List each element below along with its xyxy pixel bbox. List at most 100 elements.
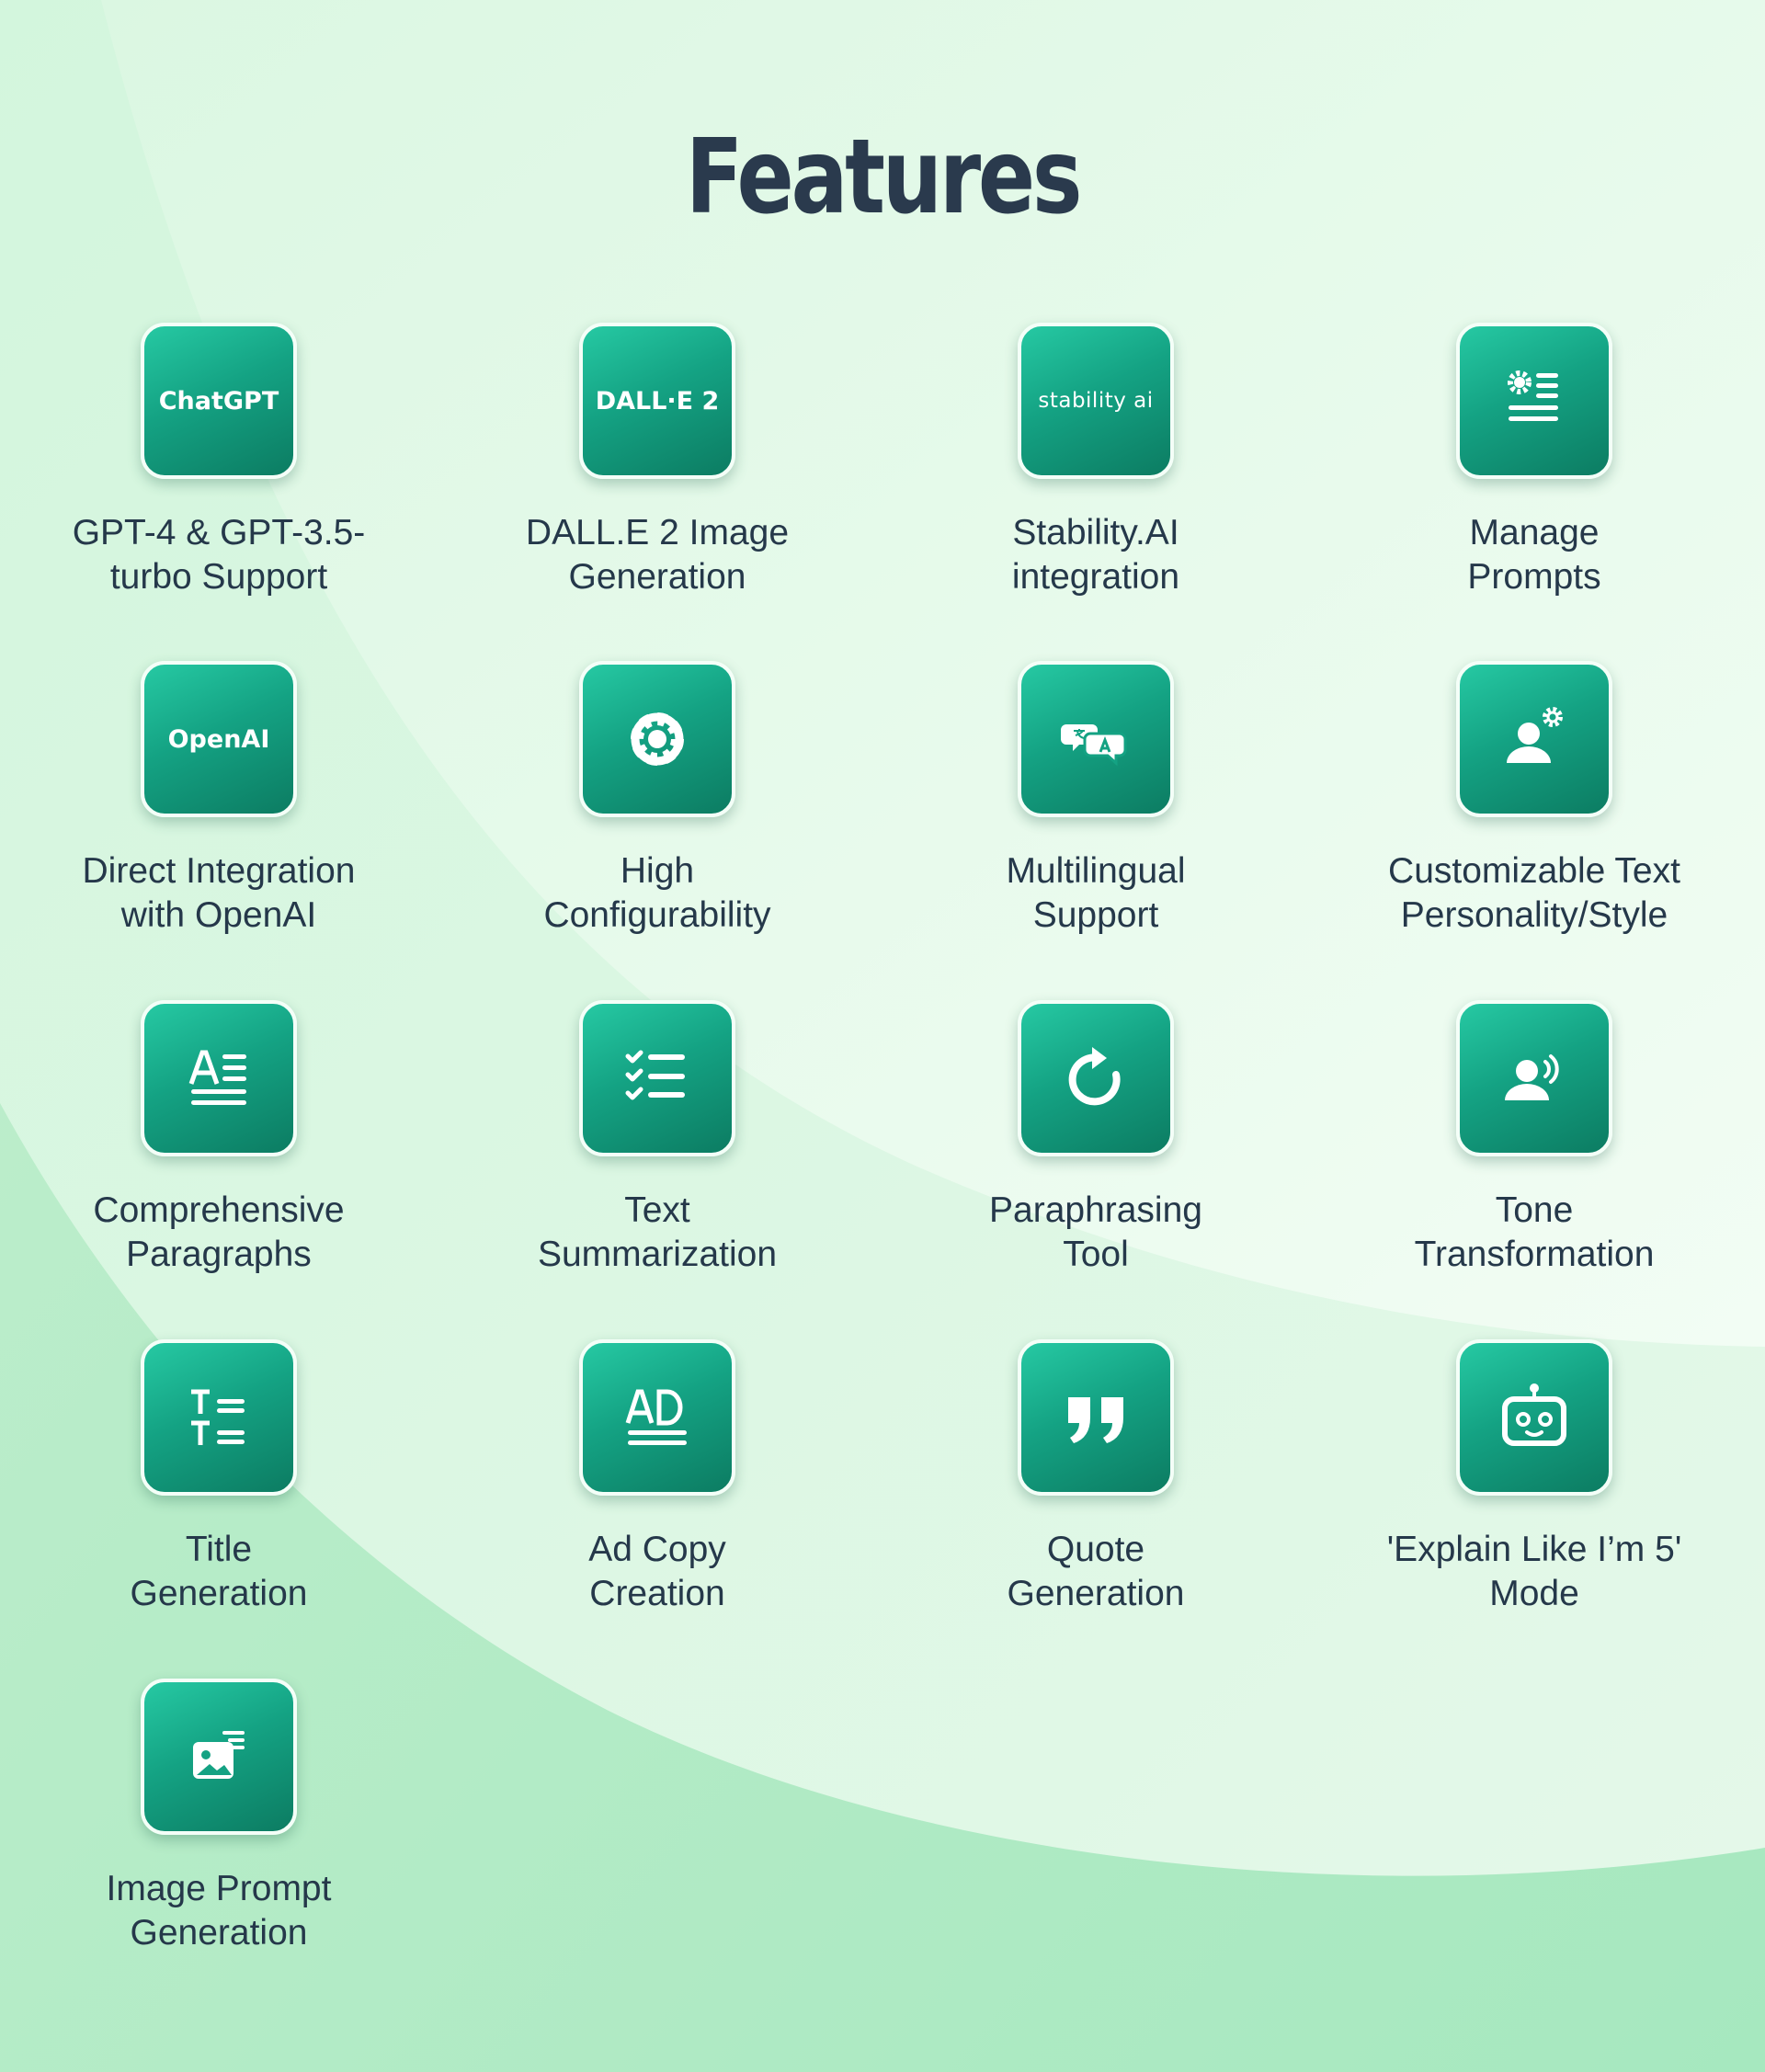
prompt-settings-glyph [1508,370,1558,421]
feature-label-line-2: Creation [589,1574,725,1613]
quote-icon [1018,1339,1174,1496]
stability-ai-logo-icon: stability ai [1018,323,1174,479]
openai-logo-icon: OpenAI [141,661,297,817]
feature-label-line-1: Direct Integration [82,851,356,891]
translate-glyph [1061,724,1127,767]
feature-label: Multilingual Support [912,849,1280,938]
feature-card-title: Title Generation [35,1339,403,1652]
title-text-glyph [191,1389,245,1445]
dalle-logo-icon: DALL·E 2 [579,323,735,479]
feature-card-openai: OpenAI Direct Integration with OpenAI [35,661,403,973]
feature-label-line-1: Title [185,1530,253,1569]
checklist-icon [579,1000,735,1156]
feature-label-line-2: turbo Support [109,557,328,597]
feature-label: Quote Generation [912,1528,1280,1616]
feature-label-line-2: Mode [1489,1574,1579,1613]
rotate-arrow-icon [1018,1000,1174,1156]
feature-label-line-1: Text [624,1190,690,1230]
user-settings-glyph [1507,707,1563,763]
feature-label-line-1: Stability.AI [1012,513,1179,552]
feature-label-line-2: Support [1032,895,1159,935]
gear-icon [579,661,735,817]
feature-label: GPT-4 & GPT-3.5- turbo Support [35,511,403,599]
robot-icon [1456,1339,1612,1496]
feature-card-image-prompt: Image Prompt Generation [35,1679,403,1991]
openai-logo-text: OpenAI [167,724,270,754]
feature-label-line-2: with OpenAI [120,895,317,935]
feature-label-line-2: Configurability [543,895,771,935]
feature-label-line-1: 'Explain Like I’m 5' [1386,1530,1682,1569]
feature-label-line-2: Tool [1063,1235,1129,1274]
feature-label-line-2: Personality/Style [1400,895,1668,935]
robot-glyph [1502,1383,1566,1446]
feature-card-stability: stability ai Stability.AI integration [912,323,1280,635]
feature-label-line-1: Manage [1469,513,1600,552]
feature-card-manage-prompts: Manage Prompts [1350,323,1718,635]
feature-label-line-2: Generation [1007,1574,1185,1613]
feature-card-tone: Tone Transformation [1350,1000,1718,1313]
page-title: Features [685,118,1083,237]
voice-user-icon [1456,1000,1612,1156]
feature-card-paragraphs: Comprehensive Paragraphs [35,1000,403,1313]
stability-ai-logo-text: stability ai [1038,389,1154,413]
feature-label-line-2: Prompts [1467,557,1601,597]
feature-label-line-1: High [620,851,695,891]
gear-glyph [631,712,684,766]
feature-label-line-1: DALL.E 2 Image [525,513,790,552]
feature-card-dalle: DALL·E 2 DALL.E 2 Image Generation [473,323,841,635]
chatgpt-logo-icon: ChatGPT [141,323,297,479]
feature-card-paraphrasing: Paraphrasing Tool [912,1000,1280,1313]
paragraph-text-icon [141,1000,297,1156]
translate-icon [1018,661,1174,817]
feature-card-personality: Customizable Text Personality/Style [1350,661,1718,973]
feature-label: 'Explain Like I’m 5' Mode [1350,1528,1718,1616]
feature-label: DALL.E 2 Image Generation [473,511,841,599]
feature-card-ad-copy: Ad Copy Creation [473,1339,841,1652]
feature-label: Comprehensive Paragraphs [35,1189,403,1277]
feature-label-line-1: GPT-4 & GPT-3.5- [72,513,366,552]
feature-card-quote: Quote Generation [912,1339,1280,1652]
feature-label-line-2: integration [1011,557,1180,597]
feature-label: Direct Integration with OpenAI [35,849,403,938]
paragraph-text-glyph [188,1050,246,1105]
feature-label-line-1: Multilingual [1006,851,1186,891]
ad-text-icon [579,1339,735,1496]
rotate-arrow-glyph [1068,1047,1121,1106]
feature-label: Customizable Text Personality/Style [1350,849,1718,938]
feature-label: Paraphrasing Tool [912,1189,1280,1277]
feature-label: Text Summarization [473,1189,841,1277]
feature-card-configurability: High Configurability [473,661,841,973]
feature-card-eli5: 'Explain Like I’m 5' Mode [1350,1339,1718,1652]
quote-glyph [1068,1397,1123,1443]
feature-label-line-1: Quote [1046,1530,1145,1569]
feature-label-line-1: Ad Copy [588,1530,726,1569]
feature-label-line-2: Summarization [537,1235,778,1274]
feature-label-line-1: Image Prompt [106,1869,332,1908]
feature-card-multilingual: Multilingual Support [912,661,1280,973]
feature-label-line-2: Transformation [1414,1235,1655,1274]
chatgpt-logo-text: ChatGPT [158,386,279,416]
feature-label: Stability.AI integration [912,511,1280,599]
feature-label-line-1: Paraphrasing [989,1190,1202,1230]
feature-label-line-2: Paragraphs [126,1235,312,1274]
feature-card-summarization: Text Summarization [473,1000,841,1313]
feature-label: High Configurability [473,849,841,938]
feature-label-line-1: Customizable Text [1388,851,1680,891]
feature-label-line-1: Tone [1495,1190,1574,1230]
feature-label: Title Generation [35,1528,403,1616]
feature-label: Tone Transformation [1350,1189,1718,1277]
feature-label: Manage Prompts [1350,511,1718,599]
feature-label-line-2: Generation [130,1574,308,1613]
image-prompt-glyph [193,1731,245,1779]
user-settings-icon [1456,661,1612,817]
dalle-logo-text: DALL·E 2 [595,386,720,416]
ad-text-glyph [625,1389,687,1445]
checklist-glyph [625,1050,685,1100]
feature-label-line-2: Generation [130,1913,308,1952]
feature-label: Image Prompt Generation [35,1867,403,1955]
feature-label-line-1: Comprehensive [93,1190,345,1230]
feature-card-gpt-support: ChatGPT GPT-4 & GPT-3.5- turbo Support [35,323,403,635]
prompt-settings-icon [1456,323,1612,479]
